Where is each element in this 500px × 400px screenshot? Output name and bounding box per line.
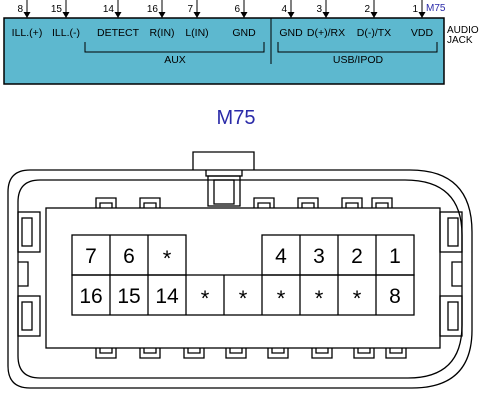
pin-signal: GND xyxy=(279,27,303,39)
group-label-usb-ipod: USB/IPOD xyxy=(333,54,384,66)
pin-number: 3 xyxy=(316,4,322,15)
cavity-label: * xyxy=(353,286,362,311)
cavity-label: 1 xyxy=(389,245,401,268)
cavity-label: 2 xyxy=(351,245,363,268)
pin-signal: DETECT xyxy=(97,27,140,39)
pin-cavity-labels: 7 6 * 4 3 2 1 16 15 14 * * * * * 8 xyxy=(79,245,401,311)
jack-pin: 2 D(-)/TX xyxy=(357,0,391,39)
terminal-tabs-bottom xyxy=(95,348,407,359)
cavity-label: 6 xyxy=(123,245,135,268)
pin-signal: R(IN) xyxy=(149,27,174,39)
jack-pin: 3 D(+)/RX xyxy=(307,0,345,39)
cavity-label: 15 xyxy=(117,285,140,308)
pin-number: 6 xyxy=(234,4,240,15)
cavity-insert xyxy=(45,207,441,349)
cavity-label: * xyxy=(315,286,324,311)
pin-signal: ILL.(+) xyxy=(12,27,43,39)
jack-pin: 4 GND xyxy=(279,0,303,39)
side-latch-left xyxy=(17,211,41,337)
connector-face xyxy=(7,151,473,389)
pin-number: 8 xyxy=(17,4,23,15)
audio-jack-block: AUX USB/IPOD AUDIO JACK M75 8 ILL.(+) 15… xyxy=(3,0,479,85)
cavity-label: * xyxy=(163,246,172,271)
pin-number: 1 xyxy=(412,4,418,15)
pin-number: 16 xyxy=(147,4,159,15)
cavity-label: 3 xyxy=(313,245,325,268)
connector-title: M75 xyxy=(217,107,256,129)
audio-jack-body xyxy=(3,17,445,85)
pin-number: 7 xyxy=(187,4,193,15)
jack-pin: 14 DETECT xyxy=(97,0,140,39)
connector-housing-outer xyxy=(7,169,473,389)
cavity-label: * xyxy=(201,286,210,311)
pin-signal: L(IN) xyxy=(185,27,208,39)
connector-housing-inner xyxy=(17,179,463,379)
side-latch-right xyxy=(439,211,463,337)
pin-signal: D(+)/RX xyxy=(307,27,345,39)
cavity-label: 4 xyxy=(275,245,287,268)
audio-jack-label-line1: AUDIO xyxy=(447,25,479,36)
audio-jack-label-line2: JACK xyxy=(447,35,473,46)
pin-signal: D(-)/TX xyxy=(357,27,391,39)
pin-signal: GND xyxy=(232,27,256,39)
group-label-aux: AUX xyxy=(164,54,186,66)
jack-pin: 7 L(IN) xyxy=(185,0,209,39)
right-key-notch xyxy=(451,261,462,287)
pin-signal: VDD xyxy=(411,27,434,39)
connector-ref-label: M75 xyxy=(426,3,446,14)
cavity-label: 8 xyxy=(389,285,401,308)
locking-tab xyxy=(192,151,255,207)
pin-number: 14 xyxy=(103,4,115,15)
jack-pin: 16 R(IN) xyxy=(147,0,175,39)
terminal-tabs-top xyxy=(95,197,393,208)
cavity-label: 16 xyxy=(79,285,102,308)
aux-bracket xyxy=(84,42,265,53)
cavity-label: * xyxy=(239,286,248,311)
jack-pin: 6 GND xyxy=(232,0,256,39)
jack-pin: 8 ILL.(+) xyxy=(12,0,43,39)
pin-grid xyxy=(71,234,415,316)
cavity-label: * xyxy=(277,286,286,311)
jack-pin: 15 ILL.(-) xyxy=(51,0,80,39)
left-key-notch xyxy=(18,261,29,287)
pin-number: 4 xyxy=(281,4,287,15)
pin-number: 15 xyxy=(51,4,63,15)
cavity-label: 7 xyxy=(85,245,97,268)
pin-number: 2 xyxy=(364,4,370,15)
pin-signal: ILL.(-) xyxy=(52,27,80,39)
jack-pin: 1 VDD xyxy=(411,0,434,39)
cavity-label: 14 xyxy=(155,285,179,308)
usb-ipod-bracket xyxy=(277,42,438,53)
